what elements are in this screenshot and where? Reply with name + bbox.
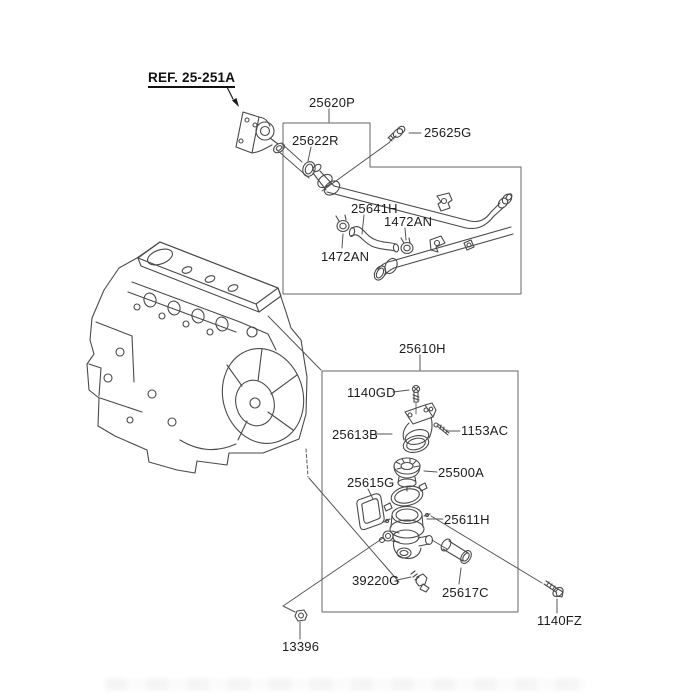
fastener-drawings	[294, 580, 564, 622]
scan-artifact-band	[105, 678, 585, 691]
leader-lines	[267, 108, 558, 640]
nipple-25617c-drawing	[440, 538, 472, 564]
nut-13396-drawing	[294, 609, 308, 622]
part-label-25613b: 25613B	[332, 427, 379, 442]
engine-illustration	[86, 241, 308, 474]
assembly-boxes	[282, 122, 522, 613]
part-label-25620p: 25620P	[309, 95, 356, 110]
part-label-25500a: 25500A	[438, 465, 485, 480]
clamp-drawings	[335, 214, 414, 255]
thermostat-parts-drawing	[356, 384, 472, 593]
pipe-assembly-box	[282, 122, 522, 295]
part-label-25615g: 25615G	[347, 475, 395, 490]
oring-drawing	[302, 161, 316, 177]
gasket-25615g-drawing	[356, 493, 385, 531]
inlet-fitting-drawing	[402, 402, 437, 453]
ref-callout-label: REF. 25-251A	[148, 70, 236, 89]
water-pump-ref-drawing	[235, 111, 285, 154]
bolt-1140fz-drawing	[543, 580, 564, 598]
hose-drawing	[348, 226, 400, 253]
part-label-39220g: 39220G	[352, 573, 400, 588]
thermostat-drawing	[393, 457, 421, 492]
coolant-pipe-drawing	[302, 125, 514, 281]
part-label-1153ac: 1153AC	[461, 423, 509, 438]
part-label-25625g: 25625G	[424, 125, 472, 140]
part-label-25622r: 25622R	[292, 133, 339, 148]
thermostat-assembly-box	[321, 370, 519, 613]
part-label-25617c: 25617C	[442, 585, 489, 600]
stud-1153ac-drawing	[433, 422, 450, 436]
part-label-1140gd: 1140GD	[347, 385, 396, 400]
part-label-1472an-right: 1472AN	[384, 214, 433, 229]
part-label-25611h: 25611H	[444, 512, 490, 527]
part-label-13396: 13396	[282, 639, 320, 654]
bolt-1140gd-drawing	[411, 384, 421, 415]
part-label-25641h: 25641H	[351, 201, 398, 216]
outlet-fitting-drawing	[383, 505, 431, 539]
bolt-25625g-drawing	[387, 125, 406, 142]
temp-sensor-drawing	[410, 570, 430, 593]
part-label-1140fz: 1140FZ	[537, 613, 583, 628]
housing-body-drawing	[378, 529, 434, 560]
part-label-1472an-left: 1472AN	[321, 249, 370, 264]
ref-arrow	[226, 86, 239, 107]
seal-ring-drawing	[383, 482, 428, 512]
part-label-25610h: 25610H	[399, 341, 446, 356]
